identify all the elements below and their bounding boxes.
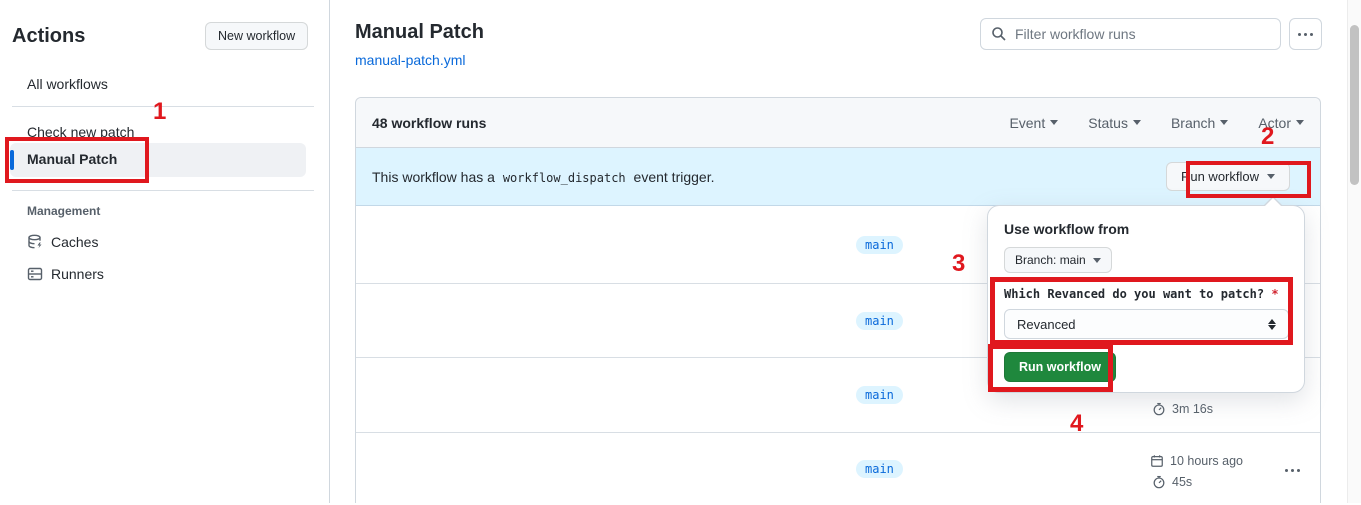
sidebar-item-manual-patch-label: Manual Patch (27, 151, 118, 167)
sidebar-item-caches[interactable]: Caches (27, 234, 98, 250)
filter-status-label: Status (1088, 114, 1128, 131)
sidebar-item-manual-patch[interactable] (10, 143, 306, 177)
sidebar-item-check-new-patch[interactable]: Check new patch (27, 124, 135, 140)
sidebar-divider (12, 190, 314, 191)
banner-text-before: This workflow has a (372, 168, 495, 185)
branch-selector-label: Branch: main (1015, 253, 1086, 267)
workflow-run-row[interactable]: main 10 hours ago 45s (356, 433, 1320, 505)
filter-branch[interactable]: Branch (1170, 114, 1229, 131)
branch-badge[interactable]: main (856, 235, 903, 254)
actions-sidebar: Actions New workflow All workflows Check… (0, 0, 330, 503)
workflow-run-row[interactable]: main (356, 284, 1320, 358)
new-workflow-button[interactable]: New workflow (205, 22, 309, 50)
run-duration: 3m 16s (1152, 402, 1213, 416)
run-created: 10 hours ago (1150, 454, 1243, 468)
run-options-button[interactable] (1282, 465, 1302, 475)
filter-actor[interactable]: Actor (1258, 115, 1304, 131)
chevron-down-icon (1050, 120, 1059, 125)
runs-list-header: 48 workflow runs Event Status Branch Act… (356, 98, 1320, 148)
banner-text: This workflow has a workflow_dispatch ev… (372, 169, 714, 185)
banner-code: workflow_dispatch (502, 170, 626, 185)
dialog-caret (1264, 198, 1282, 207)
workflow-dispatch-banner: This workflow has a workflow_dispatch ev… (356, 148, 1320, 206)
filter-event-label: Event (1009, 114, 1046, 131)
run-duration: 45s (1152, 475, 1192, 489)
filter-event[interactable]: Event (1009, 114, 1059, 131)
filter-branch-label: Branch (1170, 114, 1216, 131)
run-duration-label: 3m 16s (1172, 402, 1213, 416)
selected-indicator-bar (10, 150, 14, 170)
sidebar-title: Actions (12, 25, 86, 47)
select-updown-icon (1268, 318, 1276, 330)
stopwatch-icon (1153, 475, 1165, 489)
more-options-button[interactable] (1289, 18, 1322, 50)
sidebar-item-all-workflows[interactable]: All workflows (27, 76, 108, 92)
chevron-down-icon (1220, 120, 1229, 125)
run-workflow-dialog: Use workflow from Branch: main Which Rev… (987, 205, 1305, 393)
sidebar-divider (12, 106, 314, 107)
page-title: Manual Patch (355, 21, 484, 43)
sidebar-item-runners[interactable]: Runners (27, 266, 104, 282)
management-section-label: Management (27, 204, 101, 218)
kebab-icon (1298, 32, 1313, 36)
revanced-select-value: Revanced (1017, 316, 1076, 332)
caches-icon (28, 234, 42, 249)
filter-runs-searchbox[interactable] (980, 18, 1281, 50)
filter-status[interactable]: Status (1088, 115, 1141, 131)
workflow-run-row[interactable]: main (356, 206, 1320, 284)
chevron-down-icon (1267, 174, 1275, 179)
branch-badge[interactable]: main (856, 311, 903, 330)
run-workflow-dropdown-button[interactable]: Run workflow (1165, 162, 1290, 191)
runs-filters: Event Status Branch Actor (1009, 115, 1304, 131)
workflow-run-row[interactable]: main 3m 16s (356, 358, 1320, 433)
dialog-input-label-text: Which Revanced do you want to patch? (1004, 287, 1265, 301)
banner-text-after: event trigger. (633, 168, 715, 185)
runners-icon (27, 267, 43, 281)
chevron-down-icon (1132, 120, 1141, 125)
search-input[interactable] (1015, 26, 1270, 42)
sidebar-item-runners-label: Runners (51, 266, 104, 282)
branch-badge[interactable]: main (856, 460, 903, 478)
run-workflow-dropdown-label: Run workflow (1180, 169, 1259, 184)
branch-selector-button[interactable]: Branch: main (1004, 247, 1112, 273)
chevron-down-icon (1092, 257, 1101, 263)
filter-actor-label: Actor (1258, 114, 1291, 131)
scrollbar-thumb[interactable] (1350, 25, 1359, 185)
search-icon (992, 27, 1006, 41)
chevron-down-icon (1296, 120, 1304, 125)
sidebar-item-caches-label: Caches (51, 234, 99, 250)
required-asterisk: * (1271, 287, 1279, 301)
workflow-file-link[interactable]: manual-patch.yml (355, 52, 466, 68)
run-created-label: 10 hours ago (1170, 454, 1243, 468)
run-workflow-submit-button[interactable]: Run workflow (1004, 352, 1116, 382)
dialog-input-label: Which Revanced do you want to patch? * (1004, 287, 1279, 301)
dialog-title: Use workflow from (1004, 221, 1130, 237)
revanced-select[interactable]: Revanced (1004, 309, 1289, 339)
calendar-icon (1151, 455, 1163, 467)
branch-badge[interactable]: main (856, 386, 903, 404)
runs-count: 48 workflow runs (372, 114, 487, 131)
kebab-icon (1284, 468, 1300, 472)
run-duration-label: 45s (1172, 475, 1193, 489)
stopwatch-icon (1153, 402, 1165, 416)
